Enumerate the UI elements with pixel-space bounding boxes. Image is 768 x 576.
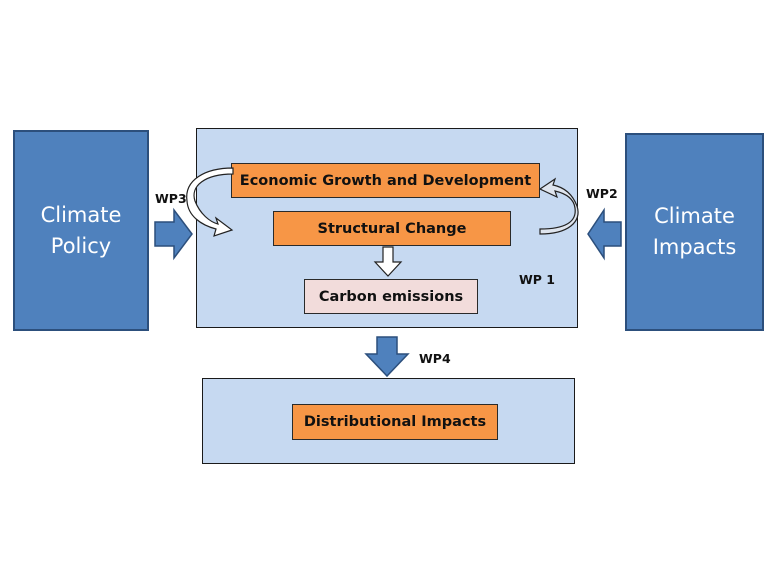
left-curved-arrow-icon (186, 167, 234, 237)
distributional-impacts-box: Distributional Impacts (292, 404, 498, 440)
wp2-label: WP2 (586, 186, 618, 201)
wp4-label: WP4 (419, 351, 451, 366)
left-block-arrow-icon (587, 207, 622, 261)
wp1-label: WP 1 (519, 272, 555, 287)
wp3-label: WP3 (155, 191, 187, 206)
structural-change-label: Structural Change (317, 220, 467, 237)
carbon-emissions-label: Carbon emissions (318, 288, 464, 305)
down-block-arrow-icon (364, 336, 410, 378)
climate-impacts-label-line2: Impacts (652, 235, 737, 259)
climate-impacts-box: Climate Impacts (625, 133, 764, 331)
carbon-emissions-box: Carbon emissions (304, 279, 478, 314)
economic-growth-label: Economic Growth and Development (239, 172, 532, 189)
structural-change-box: Structural Change (273, 211, 511, 246)
economic-growth-box: Economic Growth and Development (231, 163, 540, 198)
climate-policy-label-line1: Climate (40, 202, 122, 227)
climate-policy-label-line2: Policy (50, 233, 112, 258)
distributional-impacts-label: Distributional Impacts (303, 414, 487, 430)
right-block-arrow-icon (154, 207, 193, 261)
right-curved-arrow-icon (538, 177, 579, 235)
climate-impacts-label-line1: Climate (654, 204, 735, 228)
hollow-down-arrow-icon (373, 246, 403, 277)
climate-policy-box: Climate Policy (13, 130, 149, 331)
